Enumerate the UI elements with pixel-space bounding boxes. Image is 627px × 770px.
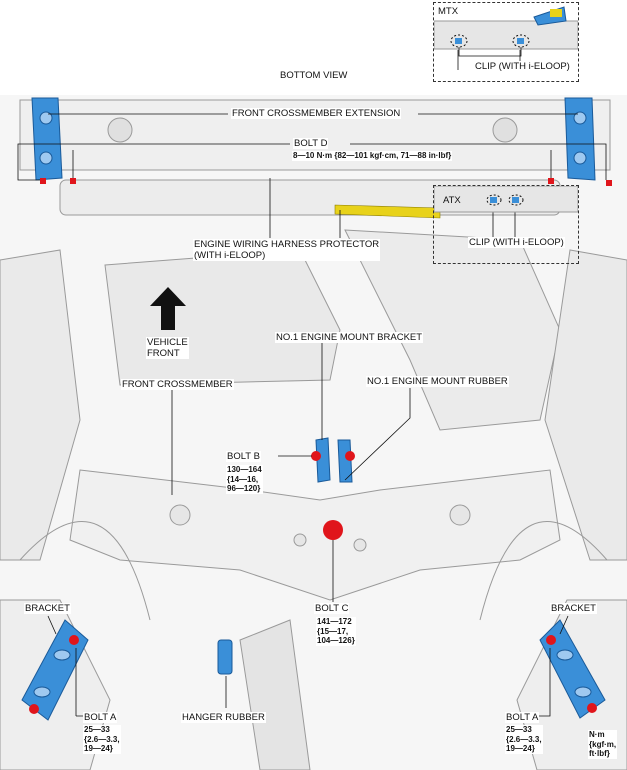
bolt-c-label: BOLT C bbox=[314, 603, 350, 614]
no1-engine-mount-rubber-label: NO.1 ENGINE MOUNT RUBBER bbox=[366, 376, 509, 387]
front-crossmember-extension-left bbox=[31, 97, 63, 181]
bolt-c-marker bbox=[323, 520, 343, 540]
bolt-b-label: BOLT B bbox=[226, 451, 261, 462]
unit-note: N·m {kgf·m, ft·lbf} bbox=[588, 730, 618, 759]
bolt-d-torque: 8—10 N·m {82—101 kgf·cm, 71—88 in·lbf} bbox=[292, 151, 453, 161]
no1-engine-mount-bracket-label: NO.1 ENGINE MOUNT BRACKET bbox=[275, 332, 424, 343]
bolt-a-left-torque: 25—33 {2.6—3.3, 19—24} bbox=[83, 725, 121, 754]
engine-mount-bracket-shape bbox=[311, 437, 355, 483]
mtx-inset bbox=[433, 2, 579, 82]
bracket-left-label: BRACKET bbox=[24, 603, 71, 614]
engine-wiring-harness-protector-label: ENGINE WIRING HARNESS PROTECTOR (WITH i-… bbox=[193, 239, 381, 261]
bolt-a-left-label: BOLT A bbox=[83, 712, 118, 723]
mtx-inset-title: MTX bbox=[438, 6, 459, 17]
bolt-d-label: BOLT D bbox=[293, 138, 329, 149]
bolt-b-torque: 130—164 {14—16, 96—120} bbox=[226, 465, 263, 494]
mtx-clip-illustration bbox=[434, 6, 578, 57]
front-crossmember-extension-label: FRONT CROSSMEMBER EXTENSION bbox=[231, 108, 402, 119]
front-crossmember-extension-right bbox=[564, 97, 596, 181]
mtx-clip-label: CLIP (WITH i-ELOOP) bbox=[474, 61, 571, 72]
bracket-right-shape bbox=[539, 619, 606, 719]
bolt-d-markers bbox=[40, 178, 612, 186]
atx-inset-title: ATX bbox=[443, 195, 461, 206]
view-title: BOTTOM VIEW bbox=[279, 70, 349, 81]
bolt-a-right-label: BOLT A bbox=[505, 712, 540, 723]
hanger-rubber-shape bbox=[217, 639, 233, 675]
hanger-rubber-label: HANGER RUBBER bbox=[181, 712, 266, 723]
atx-clip-label: CLIP (WITH i-ELOOP) bbox=[468, 237, 565, 248]
bracket-right-label: BRACKET bbox=[550, 603, 597, 614]
bolt-a-markers bbox=[29, 635, 597, 714]
front-crossmember-label: FRONT CROSSMEMBER bbox=[121, 379, 234, 390]
bolt-c-torque: 141—172 {15—17, 104—126} bbox=[316, 617, 356, 646]
vehicle-front-arrow bbox=[150, 287, 186, 330]
vehicle-front-label: VEHICLE FRONT bbox=[146, 337, 189, 359]
atx-clip-illustration bbox=[434, 186, 578, 213]
atx-inset bbox=[433, 185, 579, 264]
harness-protector-shape bbox=[334, 204, 441, 219]
bracket-left-shape bbox=[21, 619, 89, 721]
bolt-a-right-torque: 25—33 {2.6—3.3, 19—24} bbox=[505, 725, 543, 754]
leader-lines bbox=[17, 50, 607, 717]
